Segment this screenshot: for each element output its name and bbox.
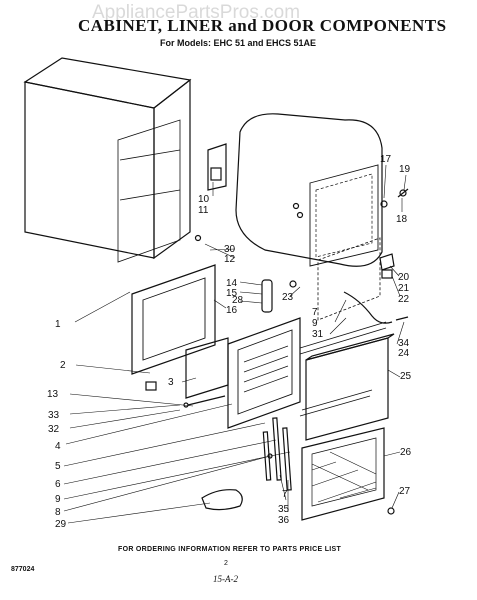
- callout-2: 2: [60, 360, 66, 371]
- callout-7b: 7: [312, 307, 318, 318]
- hinge-bracket: [207, 143, 227, 191]
- liner: [235, 113, 383, 267]
- watermark: AppliancePartsPros.com: [92, 2, 301, 23]
- leader-lines: [63, 164, 407, 524]
- callout-27: 27: [399, 486, 411, 497]
- callout-36: 36: [278, 515, 290, 526]
- small-parts: [145, 234, 395, 515]
- callout-26: 26: [400, 447, 412, 458]
- callout-31: 31: [312, 329, 324, 340]
- right-side-fasteners: [343, 188, 409, 324]
- callout-35: 35: [278, 504, 290, 515]
- grille: [301, 427, 385, 521]
- callout-4: 4: [55, 441, 61, 452]
- callout-15: 15: [226, 288, 238, 299]
- callout-5: 5: [55, 461, 61, 472]
- callout-23: 23: [282, 292, 294, 303]
- callout-14: 14: [226, 278, 238, 289]
- diagram-subtitle: For Models: EHC 51 and EHCS 51AE: [160, 38, 317, 48]
- ordering-note: FOR ORDERING INFORMATION REFER TO PARTS …: [118, 546, 342, 553]
- trim-strips: [262, 389, 373, 491]
- callout-19: 19: [399, 164, 411, 175]
- callout-34: 34: [398, 338, 410, 349]
- callout-numbers: 1 2 3 4 5 6 7 8 9 10 11 12 13 14 15 16 1…: [47, 154, 412, 530]
- handwritten-note: 15-A-2: [213, 574, 238, 584]
- callout-33: 33: [48, 410, 60, 421]
- door-panel: [299, 321, 395, 441]
- callout-20: 20: [398, 272, 410, 283]
- callout-6: 6: [55, 479, 61, 490]
- callout-17: 17: [380, 154, 392, 165]
- door-liner: [185, 317, 301, 429]
- callout-10: 10: [198, 194, 210, 205]
- callout-9b: 9: [312, 318, 318, 329]
- callout-3: 3: [168, 377, 174, 388]
- callout-12: 12: [224, 254, 236, 265]
- callout-13: 13: [47, 389, 59, 400]
- handle: [201, 489, 243, 511]
- rear-panel: [317, 237, 381, 321]
- callout-16: 16: [226, 305, 238, 316]
- callout-1: 1: [55, 319, 61, 330]
- callout-8: 8: [55, 507, 61, 518]
- callout-11: 11: [198, 205, 209, 216]
- callout-29: 29: [55, 519, 67, 530]
- callout-30: 30: [224, 244, 236, 255]
- callout-28: 28: [232, 295, 244, 306]
- page-number: 2: [224, 560, 228, 567]
- cabinet: [23, 57, 192, 263]
- callout-32: 32: [48, 424, 60, 435]
- callout-18: 18: [396, 214, 408, 225]
- document-number: 877024: [11, 566, 35, 573]
- callout-22: 22: [398, 294, 410, 305]
- door-gasket: [131, 264, 216, 375]
- callout-9: 9: [55, 494, 61, 505]
- callout-21: 21: [398, 283, 410, 294]
- callout-7: 7: [282, 489, 288, 500]
- callout-24: 24: [398, 348, 410, 359]
- diagram-title: CABINET, LINER and DOOR COMPONENTS: [78, 16, 447, 35]
- callout-25: 25: [400, 371, 412, 382]
